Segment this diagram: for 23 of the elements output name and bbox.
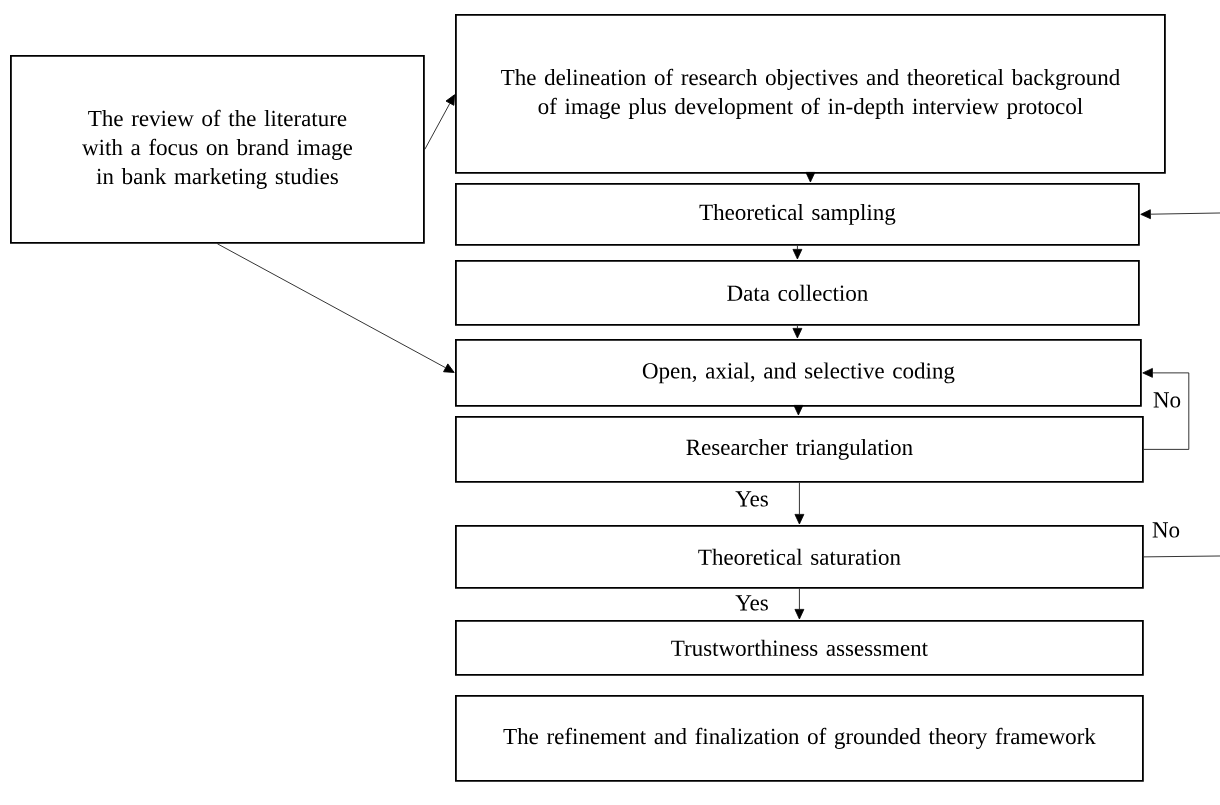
- arrow: [794, 482, 805, 525]
- arrow: [805, 171, 816, 183]
- process-box: Theoretical sampling: [455, 183, 1140, 246]
- arrow: [794, 588, 805, 620]
- arrow: [792, 325, 803, 339]
- arrow: [424, 94, 455, 150]
- process-box: Data collection: [455, 260, 1140, 326]
- process-box: Trustworthiness assessment: [455, 620, 1144, 676]
- arrow: [793, 404, 804, 416]
- arrow: [217, 243, 455, 373]
- edge-label: No: [1151, 391, 1183, 409]
- edge-label: Yes: [734, 490, 770, 508]
- process-box: The review of the literature with a focus on brand image in bank marketing studies: [10, 55, 425, 244]
- process-box: The refinement and finalization of grounded theory framework: [455, 695, 1144, 782]
- process-box: Open, axial, and selective coding: [455, 339, 1142, 407]
- arrow: [1142, 368, 1190, 450]
- process-box: Theoretical saturation: [455, 525, 1144, 589]
- edge-label: No: [1150, 521, 1182, 539]
- process-box: The delineation of research objectives and theoretical background of image plus development of in-depth interview protocol: [455, 14, 1166, 174]
- edge-label: Yes: [734, 594, 770, 612]
- arrow: [792, 245, 803, 260]
- process-box: Researcher triangulation: [455, 416, 1144, 483]
- arrow: [1140, 209, 1220, 220]
